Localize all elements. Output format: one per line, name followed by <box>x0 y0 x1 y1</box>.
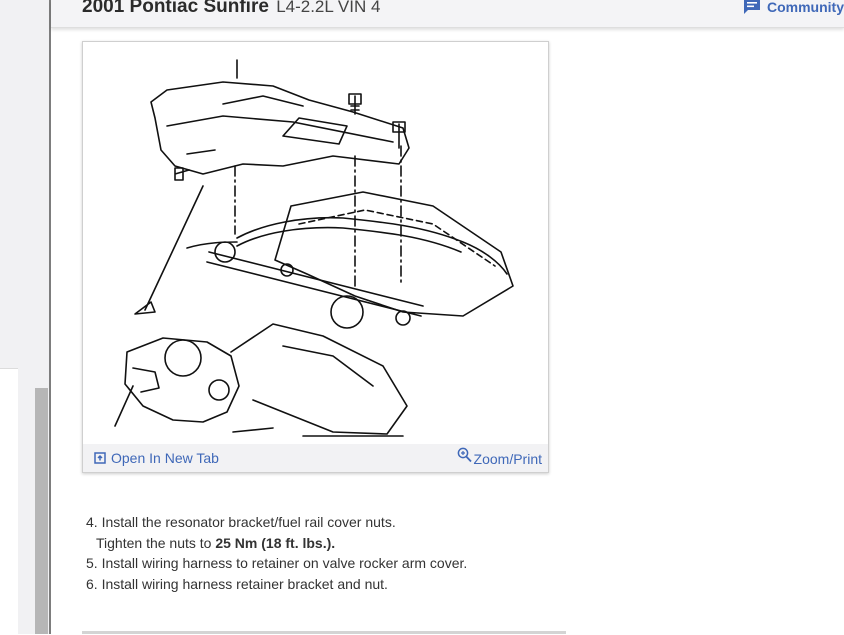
side-panel <box>0 368 18 635</box>
engine-diagram-image <box>114 59 514 437</box>
zoom-print-link[interactable]: Zoom/Print <box>457 447 542 467</box>
step-5: 5. Install wiring harness to retainer on… <box>86 555 468 571</box>
instruction-steps: 4. Install the resonator bracket/fuel ra… <box>86 512 467 594</box>
community-label: Community <box>767 0 844 15</box>
gutter-divider <box>49 0 51 634</box>
step-4: 4. Install the resonator bracket/fuel ra… <box>86 514 396 530</box>
figure-footer: Open In New Tab Zoom/Print <box>83 444 548 472</box>
figure-card: Open In New Tab Zoom/Print <box>82 41 549 473</box>
torque-value: 25 Nm (18 ft. lbs.). <box>215 534 336 551</box>
engine-subtitle: L4-2.2L VIN 4 <box>276 0 381 16</box>
step-4-torque: Tighten the nuts to 25 Nm (18 ft. lbs.). <box>86 533 467 554</box>
header-bar: 2001 Pontiac Sunfire L4-2.2L VIN 4 Commu… <box>51 0 844 28</box>
torque-prefix: Tighten the nuts to <box>96 534 216 551</box>
vehicle-title: 2001 Pontiac Sunfire <box>82 0 269 17</box>
zoom-print-label: Zoom/Print <box>473 451 542 467</box>
open-new-tab-link[interactable]: Open In New Tab <box>94 450 219 466</box>
page-title: 2001 Pontiac Sunfire L4-2.2L VIN 4 <box>82 0 380 18</box>
scrollbar[interactable] <box>35 388 48 634</box>
zoom-in-icon <box>457 447 472 463</box>
step-6: 6. Install wiring harness retainer brack… <box>86 575 388 592</box>
next-figure-edge <box>82 631 566 634</box>
open-in-new-icon <box>94 452 106 464</box>
chat-icon <box>744 0 760 14</box>
community-link[interactable]: Community <box>743 0 844 15</box>
open-new-tab-label: Open In New Tab <box>111 450 219 466</box>
